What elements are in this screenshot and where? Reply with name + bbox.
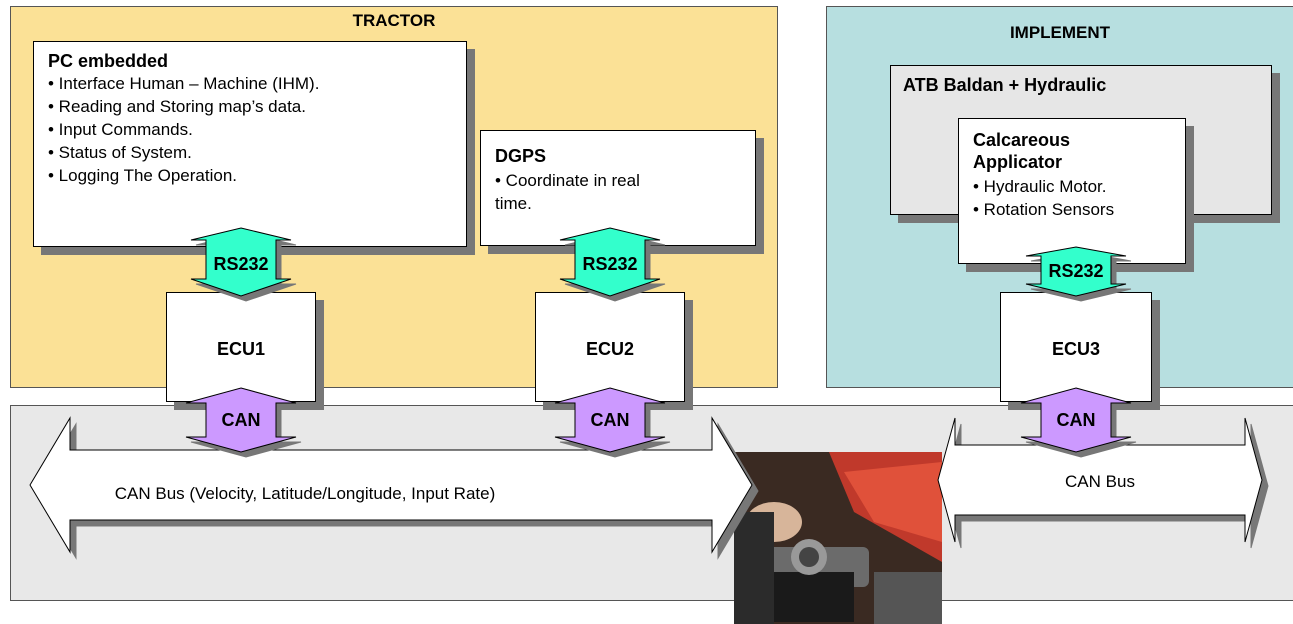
rs232-arrow-ecu3: RS232 <box>1025 246 1127 297</box>
applicator-title-cont: Applicator <box>973 152 1063 172</box>
ecu2-label: ECU2 <box>585 339 634 359</box>
dgps-title: DGPS <box>495 146 547 166</box>
can-label: CAN <box>591 410 630 430</box>
pc-bullet: • Input Commands. <box>48 120 193 139</box>
dgps-bullet: • Coordinate in real <box>495 171 640 190</box>
equipment-photo-illustration <box>734 452 942 624</box>
can-bus-main-arrow <box>29 416 753 554</box>
tractor-title: TRACTOR <box>352 11 436 30</box>
calcareous-applicator-box: Calcareous Applicator • Hydraulic Motor.… <box>958 118 1186 264</box>
pc-embedded-title: PC embedded <box>48 51 169 71</box>
dgps-bullet-cont: time. <box>495 194 532 213</box>
pc-bullet: • Interface Human – Machine (IHM). <box>48 74 320 93</box>
can-bus-implement-label: CAN Bus <box>1065 472 1135 491</box>
can-arrow-ecu3: CAN <box>1020 387 1132 453</box>
can-label: CAN <box>222 410 261 430</box>
equipment-photo <box>734 452 942 624</box>
rs232-arrow-ecu1: RS232 <box>190 227 292 297</box>
rs232-label: RS232 <box>582 254 637 274</box>
can-arrow-ecu2: CAN <box>554 387 666 453</box>
rs232-arrow-ecu2: RS232 <box>559 227 661 297</box>
dgps-box: DGPS • Coordinate in real time. <box>480 130 756 246</box>
can-bus-implement-arrow <box>937 417 1263 543</box>
applicator-bullet: • Hydraulic Motor. <box>973 177 1107 196</box>
applicator-title: Calcareous <box>973 130 1071 150</box>
ecu3-box: ECU3 <box>1000 292 1152 402</box>
can-bus-main-label: CAN Bus (Velocity, Latitude/Longitude, I… <box>115 484 496 503</box>
ecu2-box: ECU2 <box>535 292 685 402</box>
ecu1-label: ECU1 <box>216 339 265 359</box>
rs232-label: RS232 <box>213 254 268 274</box>
rs232-label: RS232 <box>1048 261 1103 281</box>
ecu3-label: ECU3 <box>1051 339 1100 359</box>
atb-title: ATB Baldan + Hydraulic <box>903 75 1107 95</box>
applicator-bullet: • Rotation Sensors <box>973 200 1115 219</box>
implement-title: IMPLEMENT <box>1009 23 1111 42</box>
can-label: CAN <box>1057 410 1096 430</box>
pc-bullet: • Reading and Storing map’s data. <box>48 97 306 116</box>
pc-bullet: • Status of System. <box>48 143 192 162</box>
pc-bullet: • Logging The Operation. <box>48 166 237 185</box>
can-arrow-ecu1: CAN <box>185 387 297 453</box>
pc-embedded-box: PC embedded • Interface Human – Machine … <box>33 41 467 247</box>
